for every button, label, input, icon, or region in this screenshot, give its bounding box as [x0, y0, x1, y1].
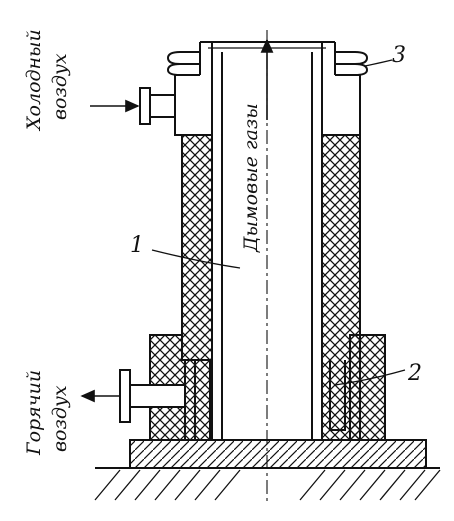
cold-air-label-1: Холодный: [23, 29, 45, 132]
lining-left: [181, 134, 213, 361]
lining-right: [321, 134, 361, 441]
hot-air-label-2: воздух: [49, 385, 71, 452]
part-3-label: 3: [392, 43, 406, 68]
cold-air-label-2: воздух: [49, 53, 71, 120]
compensator-bellows: [166, 51, 369, 76]
foundation: [94, 439, 441, 501]
hot-air-outlet: [80, 369, 186, 423]
leader-lines: [151, 59, 406, 386]
hot-air-label-1: Горячий: [23, 370, 45, 456]
part-1-label: 1: [130, 233, 144, 258]
flue-gases-label: Дымовые газы: [240, 103, 262, 253]
part-2-label: 2: [407, 361, 422, 386]
cold-air-inlet: [90, 87, 176, 125]
